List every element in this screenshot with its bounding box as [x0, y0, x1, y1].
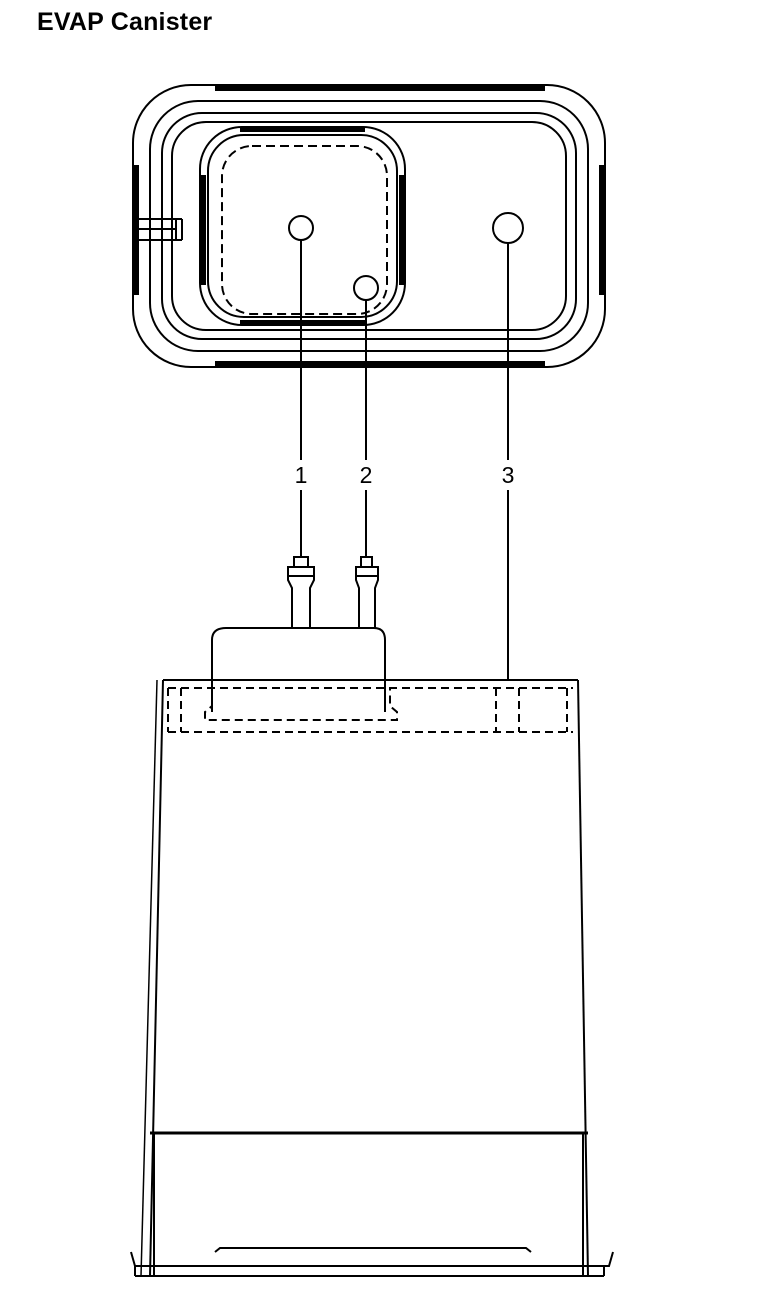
port-1-opening	[288, 215, 314, 241]
canister-side-view	[130, 556, 614, 1277]
hose-nipple-2	[355, 556, 379, 629]
callout-labels: 1 2 3	[295, 462, 515, 488]
callout-number-3: 3	[502, 462, 515, 488]
canister-body	[140, 679, 589, 1277]
top-view-rim-2	[161, 112, 577, 340]
canister-base	[130, 1247, 614, 1277]
side-mounting-tab	[139, 218, 183, 241]
top-view-rim-3	[171, 121, 567, 331]
inner-square-housing	[199, 126, 406, 326]
callout-number-2: 2	[360, 462, 373, 488]
callout-number-1: 1	[295, 462, 308, 488]
page-title: EVAP Canister	[37, 8, 213, 36]
top-view-edge-bands	[133, 85, 605, 367]
port-3-opening	[492, 212, 524, 244]
hidden-internal-features	[167, 687, 573, 733]
hose-nipple-1	[287, 556, 315, 629]
callout-leaders	[300, 240, 509, 680]
canister-bottom-band	[150, 1131, 588, 1276]
port-2-opening	[353, 275, 379, 301]
canister-top-view	[132, 84, 606, 368]
valve-block	[211, 627, 386, 712]
top-view-rim-1	[149, 100, 589, 352]
